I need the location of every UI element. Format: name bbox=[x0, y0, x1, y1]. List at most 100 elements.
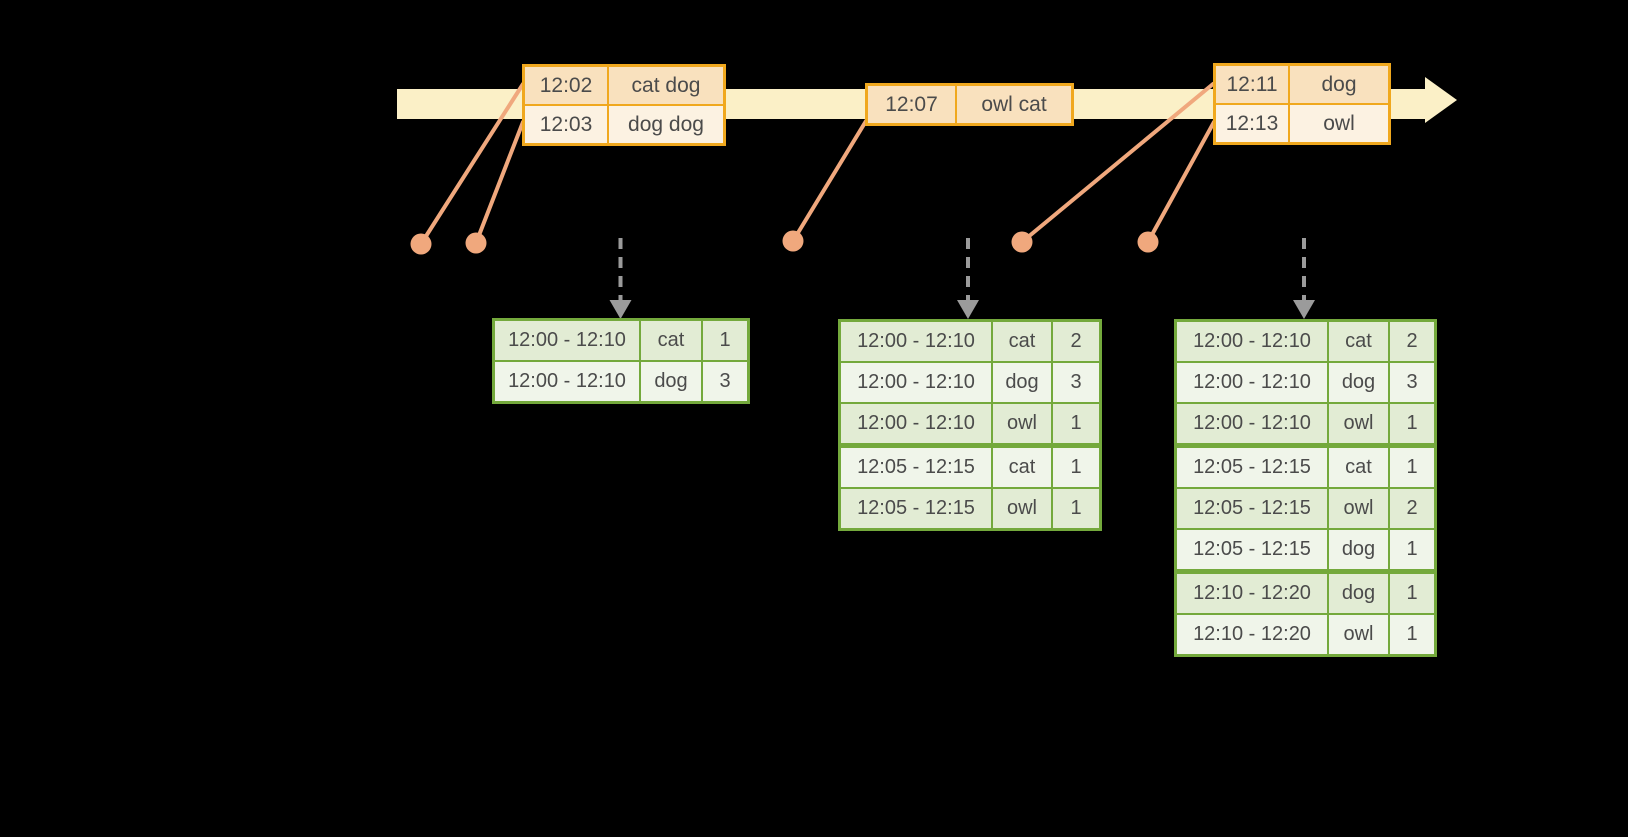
count-cell: 2 bbox=[1388, 319, 1437, 363]
count-cell: 1 bbox=[1388, 402, 1437, 447]
count-cell: 1 bbox=[1051, 487, 1102, 531]
word-cell: owl bbox=[1327, 613, 1390, 657]
word-cell: owl bbox=[1327, 487, 1390, 530]
event-time-cell: 12:07 bbox=[865, 83, 957, 126]
window-cell: 12:05 - 12:15 bbox=[838, 487, 993, 531]
window-cell: 12:00 - 12:10 bbox=[838, 402, 993, 447]
window-cell: 12:00 - 12:10 bbox=[1174, 319, 1329, 363]
count-cell: 2 bbox=[1051, 319, 1102, 363]
window-cell: 12:10 - 12:20 bbox=[1174, 569, 1329, 615]
window-cell: 12:00 - 12:10 bbox=[1174, 361, 1329, 404]
window-cell: 12:00 - 12:10 bbox=[1174, 402, 1329, 447]
count-cell: 1 bbox=[1051, 402, 1102, 447]
event-dot bbox=[465, 232, 487, 254]
window-cell: 12:10 - 12:20 bbox=[1174, 613, 1329, 657]
event-dot bbox=[1137, 231, 1159, 253]
event-connector-line bbox=[791, 119, 868, 243]
word-cell: owl bbox=[1327, 402, 1390, 447]
word-cell: dog bbox=[1327, 361, 1390, 404]
event-connector-line bbox=[419, 82, 525, 246]
word-cell: dog bbox=[1327, 528, 1390, 573]
count-cell: 3 bbox=[1051, 361, 1102, 404]
event-dots bbox=[410, 230, 1159, 255]
trigger-arrow bbox=[957, 238, 979, 319]
word-cell: owl bbox=[991, 402, 1053, 447]
count-cell: 3 bbox=[1388, 361, 1437, 404]
window-cell: 12:00 - 12:10 bbox=[492, 360, 641, 404]
event-connector-lines bbox=[419, 82, 1216, 246]
word-cell: cat bbox=[991, 443, 1053, 489]
window-cell: 12:00 - 12:10 bbox=[492, 318, 641, 362]
timeline-arrowhead bbox=[1425, 77, 1457, 123]
event-words-cell: owl cat bbox=[955, 83, 1074, 126]
event-time-cell: 12:11 bbox=[1213, 63, 1290, 105]
word-cell: cat bbox=[1327, 443, 1390, 489]
event-dot bbox=[410, 233, 432, 255]
window-cell: 12:00 - 12:10 bbox=[838, 361, 993, 404]
event-dot bbox=[1011, 231, 1033, 253]
trigger-arrows bbox=[609, 238, 1315, 319]
count-cell: 2 bbox=[1388, 487, 1437, 530]
trigger-arrow bbox=[1293, 238, 1315, 319]
window-cell: 12:05 - 12:15 bbox=[1174, 443, 1329, 489]
word-cell: dog bbox=[991, 361, 1053, 404]
trigger-arrow bbox=[609, 238, 632, 319]
count-cell: 1 bbox=[1051, 443, 1102, 489]
event-time-cell: 12:02 bbox=[522, 64, 609, 106]
event-connector-line bbox=[474, 120, 525, 245]
word-cell: cat bbox=[991, 319, 1053, 363]
word-cell: cat bbox=[639, 318, 703, 362]
event-connector-line bbox=[1020, 82, 1215, 244]
word-cell: owl bbox=[991, 487, 1053, 531]
count-cell: 1 bbox=[1388, 443, 1437, 489]
window-cell: 12:00 - 12:10 bbox=[838, 319, 993, 363]
event-time-cell: 12:03 bbox=[522, 104, 609, 146]
count-cell: 1 bbox=[701, 318, 750, 362]
word-cell: dog bbox=[1327, 569, 1390, 615]
event-dot bbox=[782, 230, 804, 252]
event-words-cell: cat dog bbox=[607, 64, 726, 106]
count-cell: 1 bbox=[1388, 528, 1437, 573]
event-time-cell: 12:13 bbox=[1213, 103, 1290, 145]
count-cell: 1 bbox=[1388, 613, 1437, 657]
window-cell: 12:05 - 12:15 bbox=[1174, 487, 1329, 530]
word-cell: cat bbox=[1327, 319, 1390, 363]
window-cell: 12:05 - 12:15 bbox=[1174, 528, 1329, 573]
word-cell: dog bbox=[639, 360, 703, 404]
event-words-cell: dog dog bbox=[607, 104, 726, 146]
count-cell: 1 bbox=[1388, 569, 1437, 615]
event-words-cell: dog bbox=[1288, 63, 1391, 105]
event-words-cell: owl bbox=[1288, 103, 1391, 145]
